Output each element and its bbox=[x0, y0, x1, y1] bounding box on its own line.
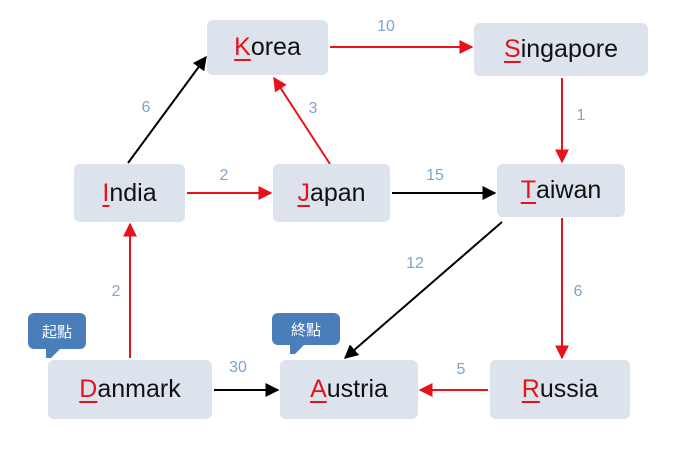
end-callout: 終點 bbox=[272, 313, 340, 354]
weight-singapore-taiwan: 1 bbox=[576, 107, 586, 124]
node-initial: J bbox=[297, 178, 310, 207]
node-label: orea bbox=[250, 33, 301, 61]
node-initial: D bbox=[79, 375, 98, 403]
weight-russia-austria: 5 bbox=[456, 361, 466, 378]
node-label: ussia bbox=[539, 375, 599, 403]
edge-india-korea bbox=[127, 55, 207, 164]
weight-danmark-india: 2 bbox=[111, 283, 121, 300]
weight-japan-korea: 3 bbox=[308, 100, 318, 117]
weight-india-korea: 6 bbox=[141, 99, 151, 116]
node-initial: R bbox=[521, 375, 540, 403]
node-initial: S bbox=[504, 35, 521, 63]
node-initial: T bbox=[520, 176, 536, 204]
node-initial: I bbox=[102, 178, 110, 207]
node-initial: K bbox=[234, 33, 251, 61]
weight-india-japan: 2 bbox=[219, 167, 229, 184]
weight-korea-singapore: 10 bbox=[377, 18, 395, 35]
edge-taiwan-austria bbox=[343, 221, 503, 359]
start-callout: 起點 bbox=[28, 313, 86, 358]
edge-japan-korea bbox=[273, 76, 331, 165]
node-label: ingapore bbox=[520, 35, 618, 63]
weight-japan-taiwan: 15 bbox=[426, 167, 444, 184]
node-label: ustria bbox=[326, 375, 388, 403]
node-label: aiwan bbox=[535, 176, 602, 204]
weight-taiwan-austria: 12 bbox=[406, 255, 424, 272]
weight-danmark-austria: 30 bbox=[229, 359, 247, 376]
node-label: apan bbox=[309, 178, 366, 207]
weight-taiwan-russia: 6 bbox=[573, 283, 583, 300]
node-label: anmark bbox=[97, 375, 181, 403]
node-label: ndia bbox=[109, 178, 157, 207]
node-initial: A bbox=[310, 375, 327, 403]
